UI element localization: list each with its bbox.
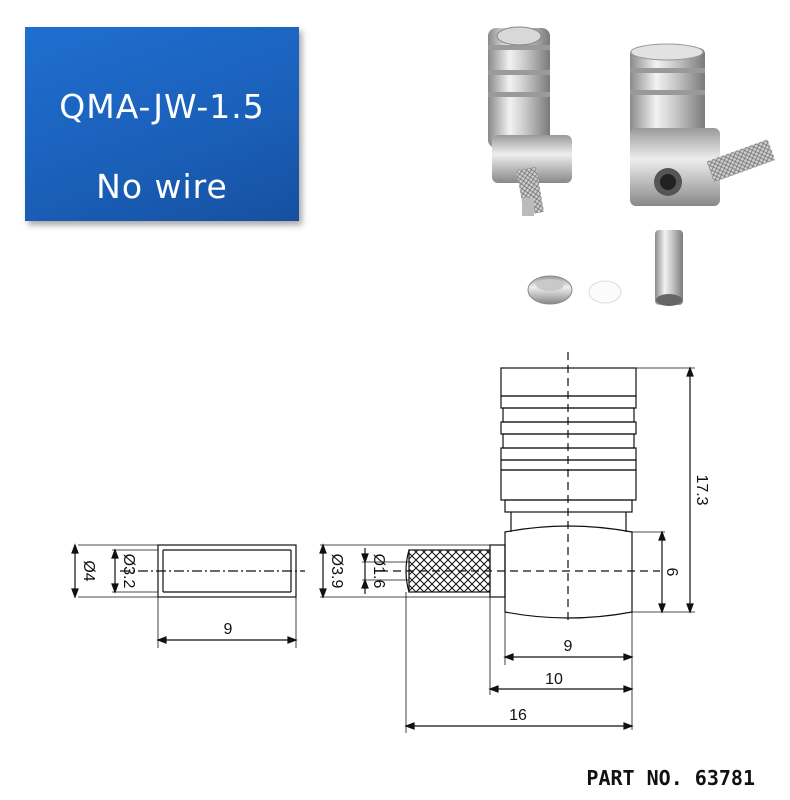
technical-drawing [71,352,695,733]
dim-total-height: 17.3 [693,474,710,505]
part-number: PART NO. 63781 [586,766,755,790]
ferrule-drawing [71,543,305,648]
dim-ferrule-inner: Ø3.2 [120,554,137,589]
connector-drawing [319,352,695,733]
dim-width-10: 10 [545,671,563,688]
dim-body-height: 6 [663,568,680,577]
small-parts-photo [527,230,683,306]
connector-photo-1 [488,26,572,216]
dim-ferrule-length: 9 [224,621,233,638]
dim-width-16: 16 [509,707,527,724]
dim-ferrule-outer: Ø4 [80,560,97,581]
wire-label: No wire [96,167,228,206]
dim-crimp-outer: Ø3.9 [328,554,345,589]
product-badge: QMA-JW-1.5 No wire [25,27,299,221]
dim-body-width: 9 [564,638,573,655]
dim-crimp-inner: Ø1.6 [370,554,387,589]
connector-photo-2 [630,43,776,206]
model-label: QMA-JW-1.5 [59,87,265,126]
